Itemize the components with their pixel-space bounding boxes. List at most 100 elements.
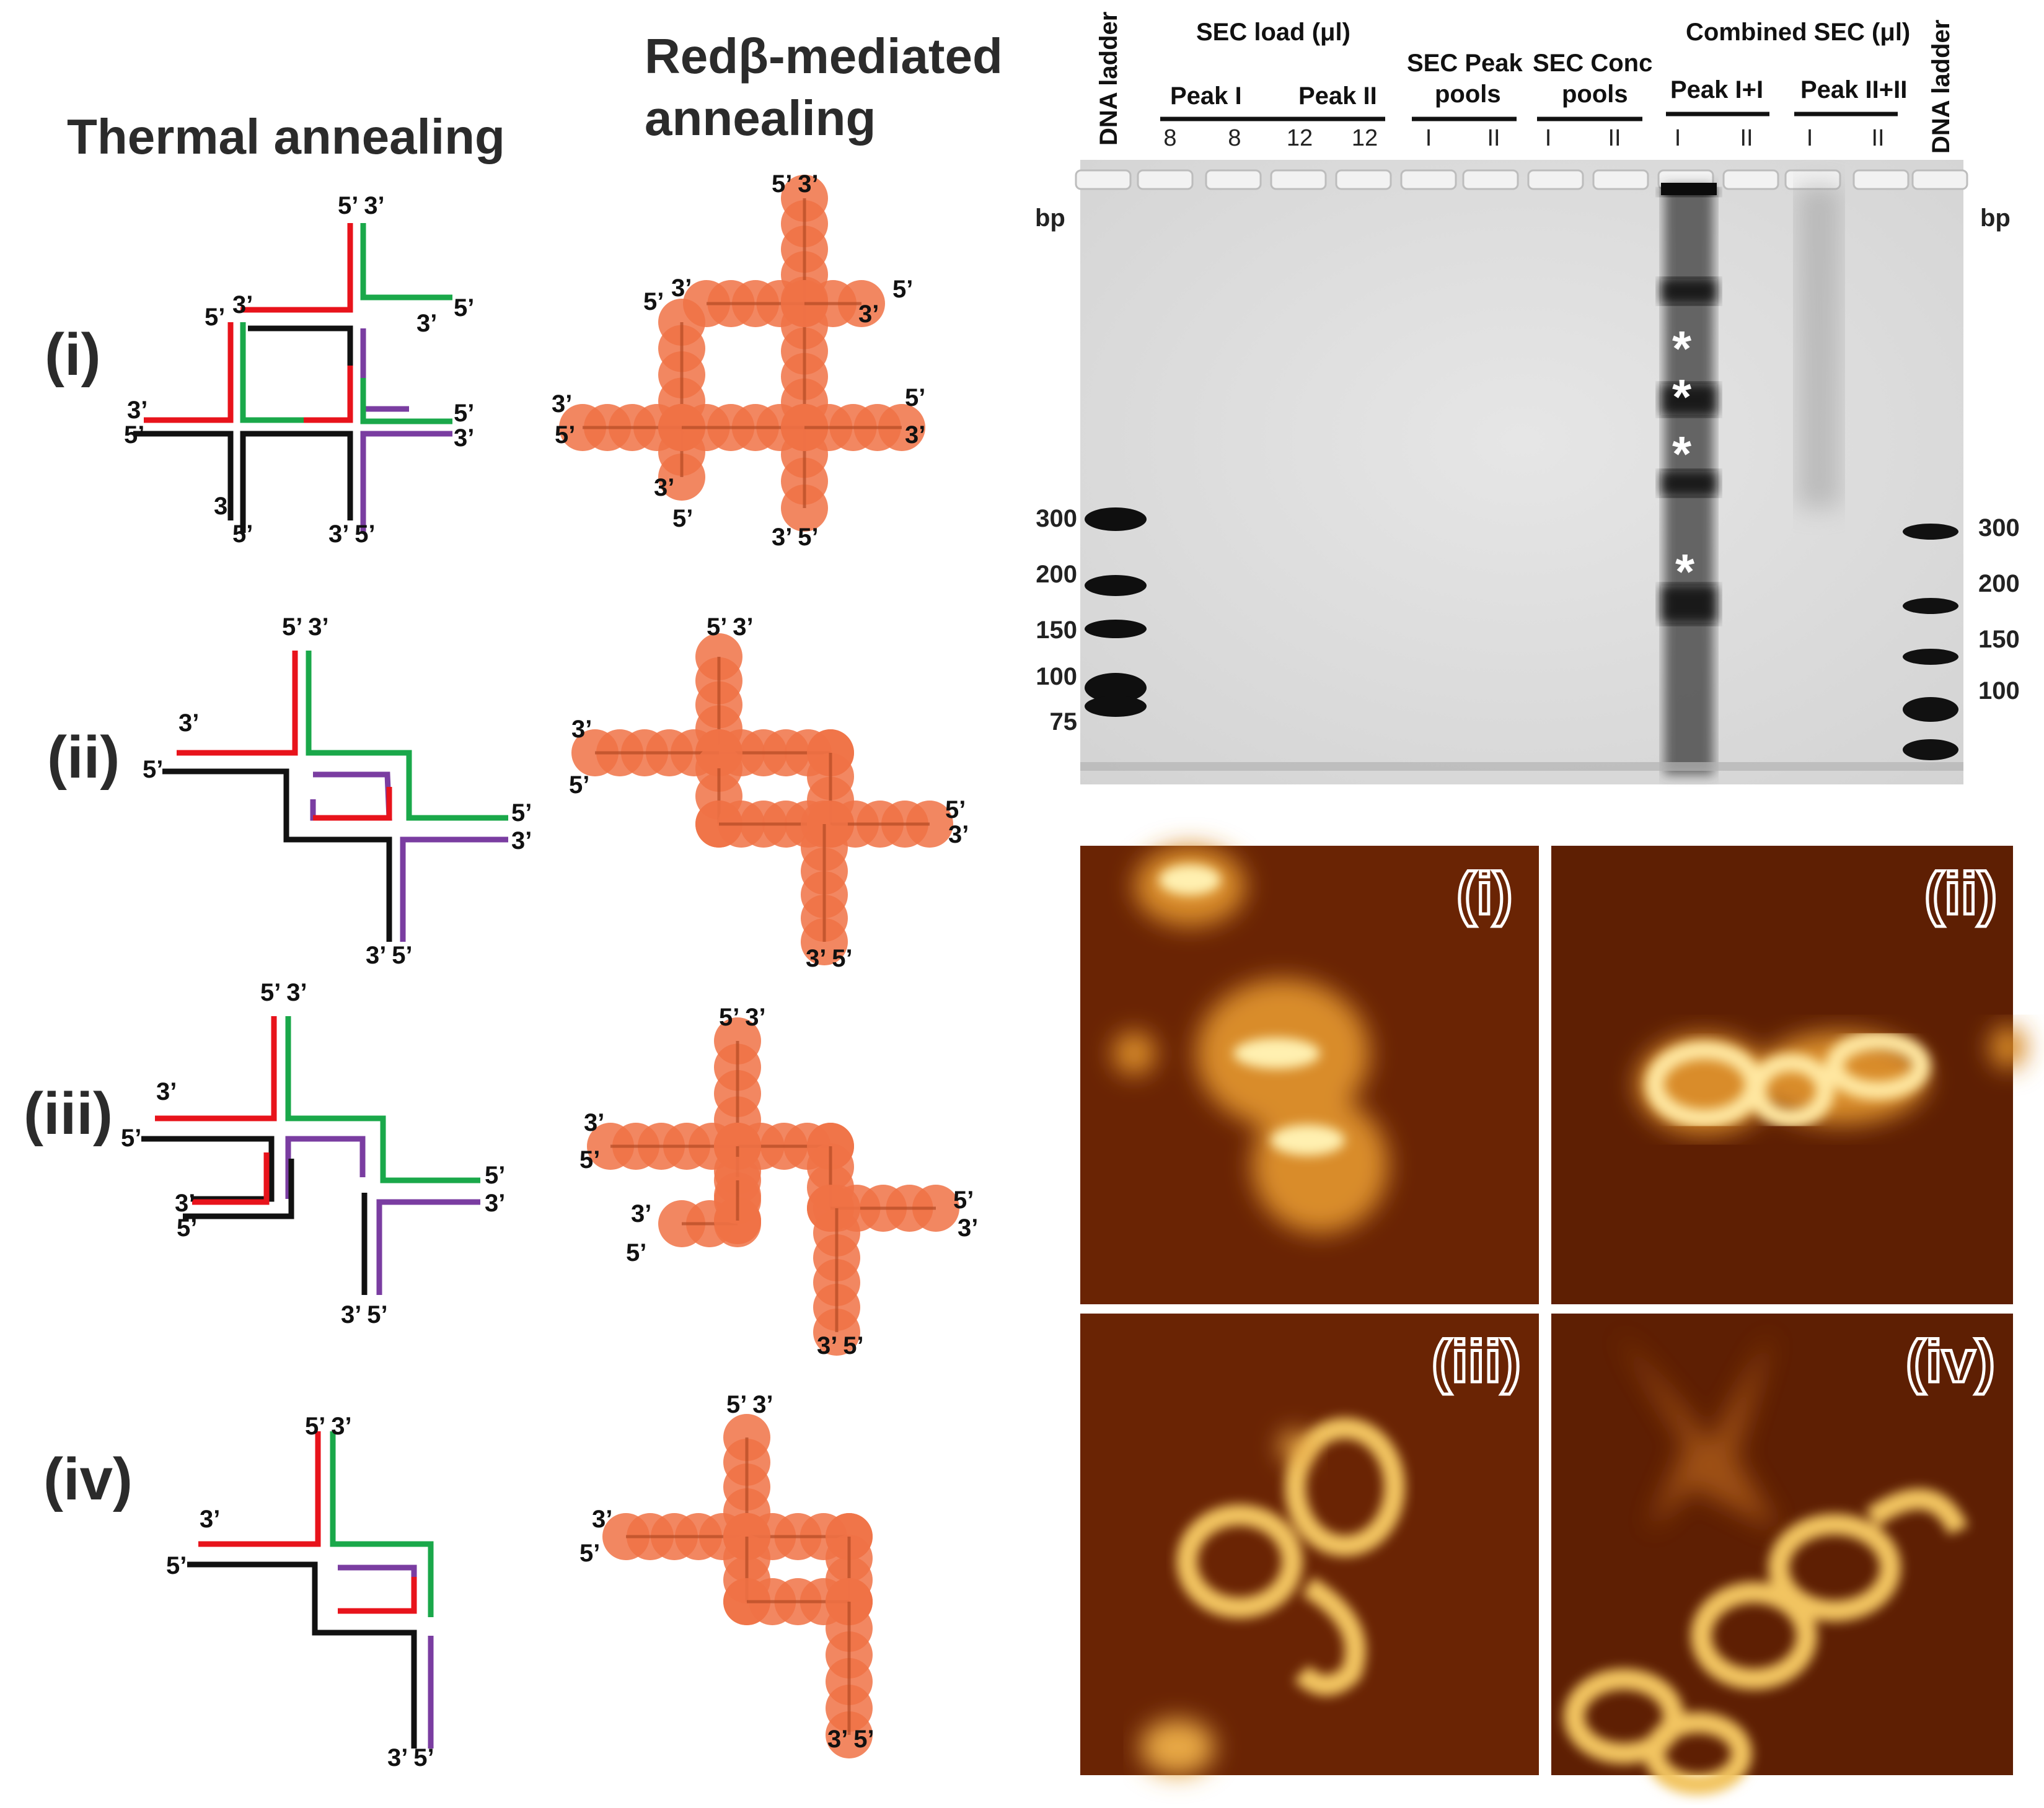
row-label-iii: (iii) [24,1081,113,1147]
end-label: 5’ 3’ [726,1391,773,1418]
end-label: 5’ 3’ [719,1004,766,1031]
gel-well [1722,169,1779,190]
smear-band [1661,279,1717,304]
dna-ladder-label-left: DNA ladder [1095,12,1122,146]
end-label: 5’ 3’ [282,613,329,641]
ladder-band [1085,507,1147,531]
end-label: 3’ [485,1190,505,1217]
ladder-size-left: 300 [1036,505,1077,532]
end-label: 3’ 5’ [387,1744,434,1771]
end-label: 3’ [416,310,437,337]
end-label: 3’ [214,493,234,520]
combined-sec-label: Combined SEC (μl) [1686,19,1910,46]
ladder-band [1903,739,1958,760]
header-redbeta-line1: Redβ-mediated [645,29,1003,84]
afm-separators [1080,846,2013,1775]
peak-ii-label: Peak II [1298,82,1377,110]
bead-model-4 [602,1414,873,1758]
thermal-schematics [133,223,508,1749]
lane-label: I [1425,125,1432,151]
end-label: 3’ [905,421,925,449]
ladder-size-left: 100 [1036,663,1077,690]
row-label-i: (i) [45,322,101,388]
bp-unit-right: bp [1980,204,2011,232]
gel-well [1852,169,1910,190]
lane-label: II [1871,125,1884,151]
ladder-band [1903,697,1958,722]
peak-ii-ii-label: Peak II+II [1800,76,1907,103]
smear-band [1661,586,1717,623]
end-label: 5’ [672,505,693,532]
ladder-band [1085,620,1147,638]
lane-label: II [1487,125,1500,151]
smear-band [1661,384,1717,415]
band-marker: * [1672,369,1692,424]
schematic-iv [187,1431,434,1749]
bead-model-3 [587,1017,959,1356]
end-label: 3’ [858,301,879,328]
afm-label-iii: (iii) [1432,1328,1521,1395]
ladder-band [1085,575,1147,596]
end-label: 5’ [143,756,163,783]
end-label: 5’ [166,1552,187,1579]
afm-label-i: (i) [1456,861,1513,927]
ladder-size-right: 300 [1978,514,2020,542]
end-label: 3’ [175,1190,195,1217]
end-label: 5’ 3’ [338,192,385,219]
end-label: 3’ 5’ [328,520,376,548]
row-label-ii: (ii) [47,724,120,791]
sec-conc-pools-label: pools [1562,81,1628,108]
end-label: 3’ [592,1506,612,1533]
peak-i-label: Peak I [1170,82,1242,110]
end-label: 5’ 3’ [305,1413,352,1440]
end-label: 3’ [200,1506,220,1533]
end-label: 3’ [127,397,148,424]
end-label: 3’ [948,821,969,848]
header-redbeta-line2: annealing [645,90,876,146]
end-label: 5’ [626,1239,646,1266]
gel-well [1527,169,1584,190]
well-band [1661,183,1717,195]
ladder-size-left: 150 [1036,617,1077,644]
end-label: 3’ [232,291,253,318]
smear-band [1661,471,1717,496]
gel-well [1335,169,1392,190]
afm-label-ii: (ii) [1924,861,1997,927]
smear-lane [1797,186,1841,508]
end-label: 5’ [485,1162,505,1189]
end-label: 5’ [511,799,532,827]
end-label: 5’ [569,771,589,799]
gel-panel: DNA ladder DNA ladder SEC load (μl) Peak… [1035,12,2020,784]
bead-model-1 [559,175,925,532]
ladder-band [1903,649,1958,665]
end-label: 3’ 5’ [366,942,413,969]
afm-image-i: (i) [1080,846,1539,1304]
end-label: 5’ [121,1125,141,1152]
band-markers: * * * * [1672,321,1695,599]
ladder-band [1903,598,1958,614]
end-label: 3’ [454,424,474,452]
ladder-size-left: 75 [1050,708,1078,735]
thermal-end-labels: 5’ 3’ 5’ 3’ 3’ 5’ 3’ 5’ 5’ 3’ 3’ 5’ 3’ 5… [121,192,532,1771]
end-label: 3’ 5’ [772,524,819,551]
end-label: 5’ [892,276,913,303]
end-label: 3’ 5’ [827,1726,874,1753]
end-label: 5’ 3’ [260,979,307,1006]
end-label: 5’ [579,1146,600,1174]
row-label-iv: (iv) [43,1446,133,1512]
end-label: 3’ [654,474,674,501]
end-label: 5’ [945,796,966,823]
gel-well [1205,169,1262,190]
sec-conc-label: SEC Conc [1533,50,1652,77]
gel-lanes [1075,169,1968,775]
lane-label: 12 [1352,125,1378,151]
schematic-iii [141,1016,480,1295]
end-label: 3’ [511,827,532,854]
band-marker: * [1672,426,1692,481]
header-thermal-annealing: Thermal annealing [67,109,505,164]
redbeta-end-labels: 5’ 3’ 3’ 5’ 5’ 3’ 3’ 5’ 5’ 3’ 3’ 5’ 3’ 5… [552,170,978,1753]
afm-image-iii: (iii) [1080,1314,1539,1775]
end-label: 3’ [156,1078,177,1105]
ladder-size-left: 200 [1036,561,1077,588]
